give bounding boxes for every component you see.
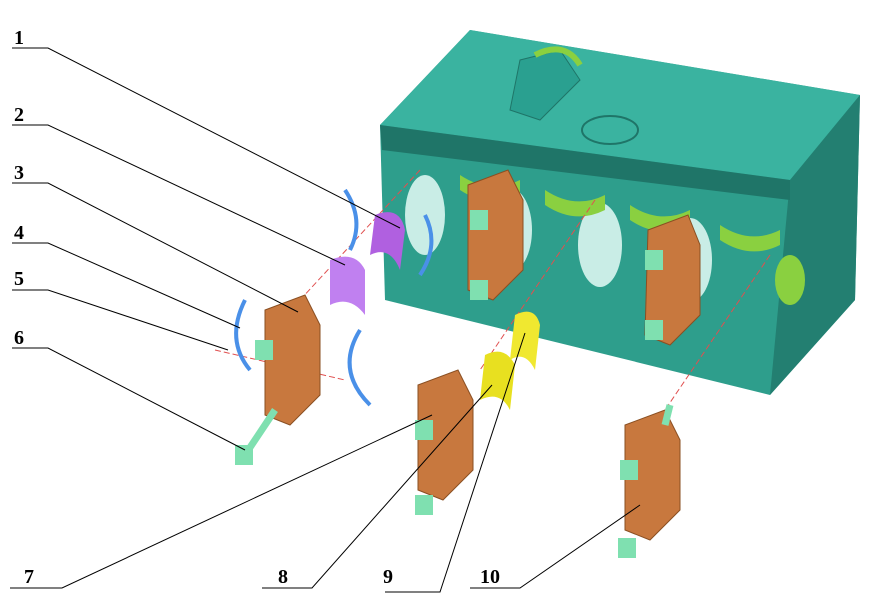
label-5: 5 [14,268,24,290]
label-2: 2 [14,104,24,126]
main-bearing-cap-1 [235,294,321,465]
engine-block [380,30,860,395]
main-bearing-cap-5 [618,404,681,558]
label-9: 9 [383,566,393,588]
lower-bearing-shell-2 [510,311,540,370]
main-bearing-cap-3 [644,214,701,346]
label-7: 7 [24,566,34,588]
leader-lines [10,47,641,593]
label-8: 8 [278,566,288,588]
lower-bearing-shell [480,351,515,410]
upper-bearing-shell-2 [330,256,365,315]
label-3: 3 [14,162,24,184]
main-bearing-cap-2 [467,169,524,301]
thrust-washer [234,188,434,407]
label-6: 6 [14,327,24,349]
main-bearing-cap-4 [415,369,474,515]
label-10: 10 [480,566,500,588]
label-1: 1 [14,27,24,49]
label-4: 4 [14,222,24,244]
